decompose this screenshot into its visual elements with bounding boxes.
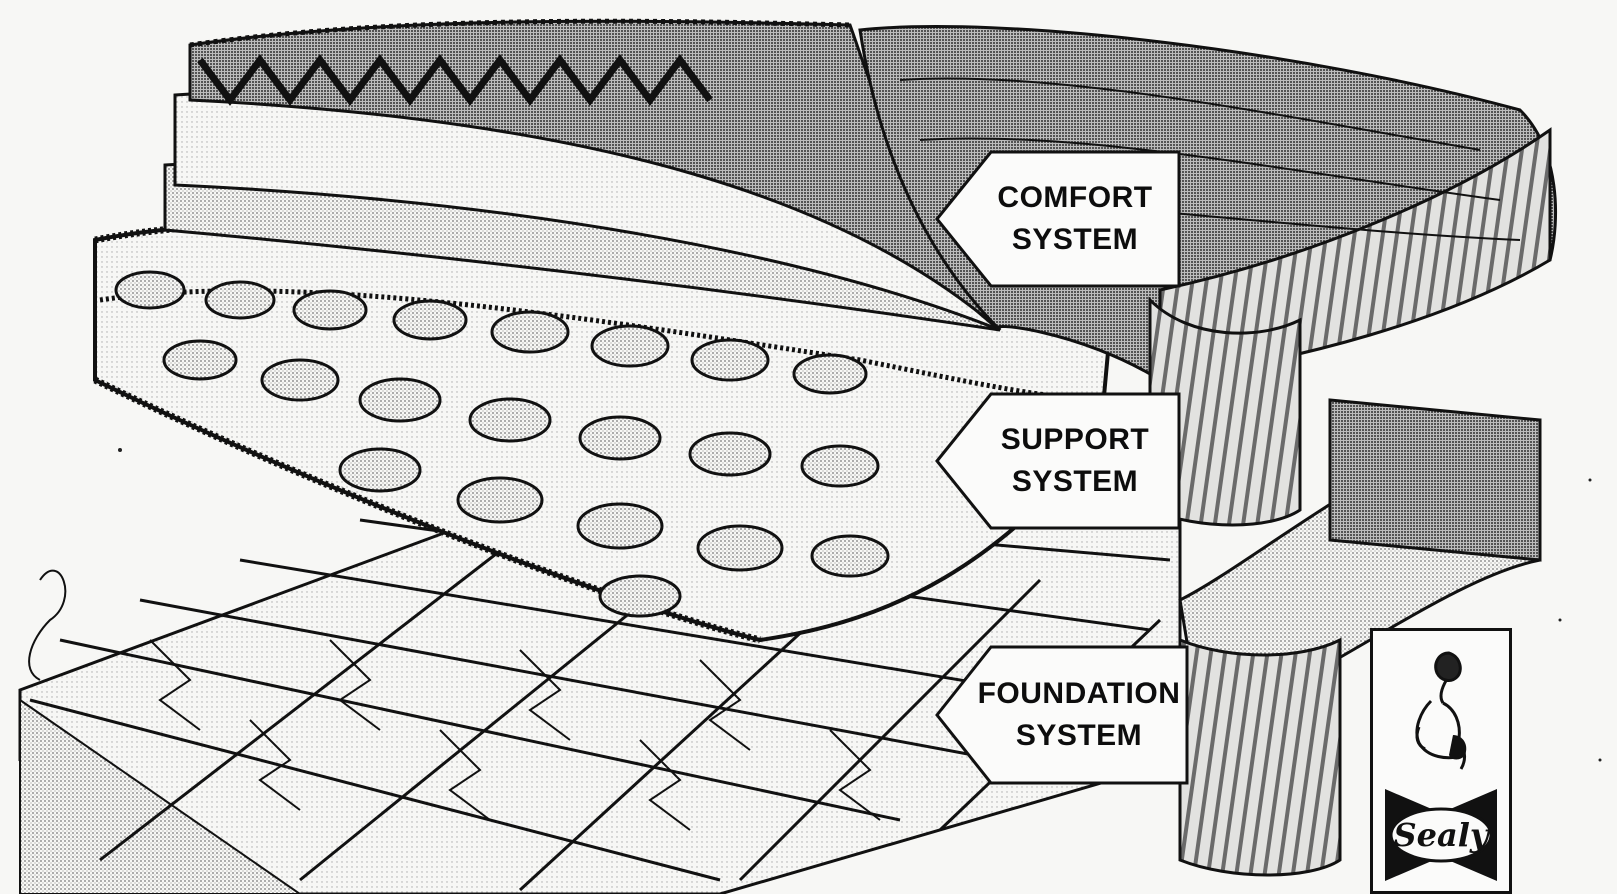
callout-line-1: FOUNDATION bbox=[944, 673, 1181, 715]
callout-support-system: SUPPORT SYSTEM bbox=[935, 392, 1181, 530]
callout-foundation-system: FOUNDATION SYSTEM bbox=[935, 645, 1189, 785]
callout-line-2: SYSTEM bbox=[978, 219, 1138, 261]
sealy-logo: Sealy bbox=[1381, 783, 1501, 887]
figure-icon bbox=[1373, 635, 1509, 785]
sealy-logo-text: Sealy bbox=[1394, 816, 1491, 854]
callout-comfort-system: COMFORT SYSTEM bbox=[935, 150, 1181, 288]
callout-line-2: SYSTEM bbox=[978, 461, 1138, 503]
callout-line-1: SUPPORT bbox=[967, 419, 1150, 461]
callout-line-2: SYSTEM bbox=[982, 715, 1142, 757]
callout-line-1: COMFORT bbox=[963, 177, 1152, 219]
brand-box: Sealy bbox=[1370, 628, 1512, 894]
